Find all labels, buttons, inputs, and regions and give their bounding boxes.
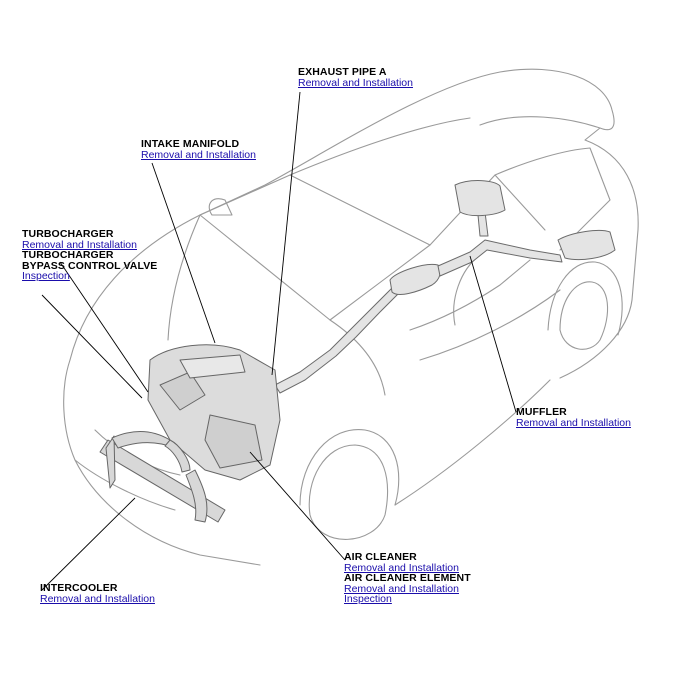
- exhaust-pipe-a-title: EXHAUST PIPE A: [298, 66, 387, 78]
- air-cleaner-removal-link[interactable]: Removal and Installation: [344, 561, 459, 574]
- intercooler-title: INTERCOOLER: [40, 582, 118, 594]
- air-cleaner-title: AIR CLEANER: [344, 551, 417, 563]
- muffler-removal-link[interactable]: Removal and Installation: [516, 416, 631, 429]
- callout-turbocharger: TURBOCHARGER Removal and Installation: [22, 229, 137, 250]
- intercooler-removal-link[interactable]: Removal and Installation: [40, 592, 155, 605]
- bypass-valve-inspection-link[interactable]: Inspection: [22, 270, 70, 282]
- air-cleaner-element-title: AIR CLEANER ELEMENT: [344, 572, 471, 584]
- car-body-outline: [63, 68, 639, 566]
- bypass-valve-title-line1: TURBOCHARGER: [22, 249, 114, 261]
- bypass-valve-title-line2: BYPASS CONTROL VALVE: [22, 259, 158, 272]
- callout-intercooler: INTERCOOLER Removal and Installation: [40, 583, 155, 604]
- callout-bypass-control-valve: TURBOCHARGER BYPASS CONTROL VALVE Inspec…: [22, 250, 157, 282]
- callout-air-cleaner: AIR CLEANER Removal and Installation: [344, 552, 459, 573]
- callout-muffler: MUFFLER Removal and Installation: [516, 407, 631, 428]
- turbocharger-title: TURBOCHARGER: [22, 228, 114, 240]
- callout-air-cleaner-element: AIR CLEANER ELEMENT Removal and Installa…: [344, 573, 471, 605]
- exhaust-pipe-a-removal-link[interactable]: Removal and Installation: [298, 76, 413, 89]
- muffler-title: MUFFLER: [516, 406, 567, 418]
- callout-exhaust-pipe-a: EXHAUST PIPE A Removal and Installation: [298, 67, 413, 88]
- turbocharger-removal-link[interactable]: Removal and Installation: [22, 238, 137, 251]
- intake-manifold-removal-link[interactable]: Removal and Installation: [141, 148, 256, 161]
- leader-lines: [41, 91, 517, 591]
- intercooler-assembly: [99, 431, 226, 523]
- air-cleaner-element-inspection-link[interactable]: Inspection: [344, 593, 392, 605]
- exhaust-system: [274, 180, 616, 394]
- engine-assembly: [147, 344, 281, 481]
- air-cleaner-element-removal-link[interactable]: Removal and Installation: [344, 582, 459, 595]
- callout-intake-manifold: INTAKE MANIFOLD Removal and Installation: [141, 139, 256, 160]
- intake-manifold-title: INTAKE MANIFOLD: [141, 138, 240, 150]
